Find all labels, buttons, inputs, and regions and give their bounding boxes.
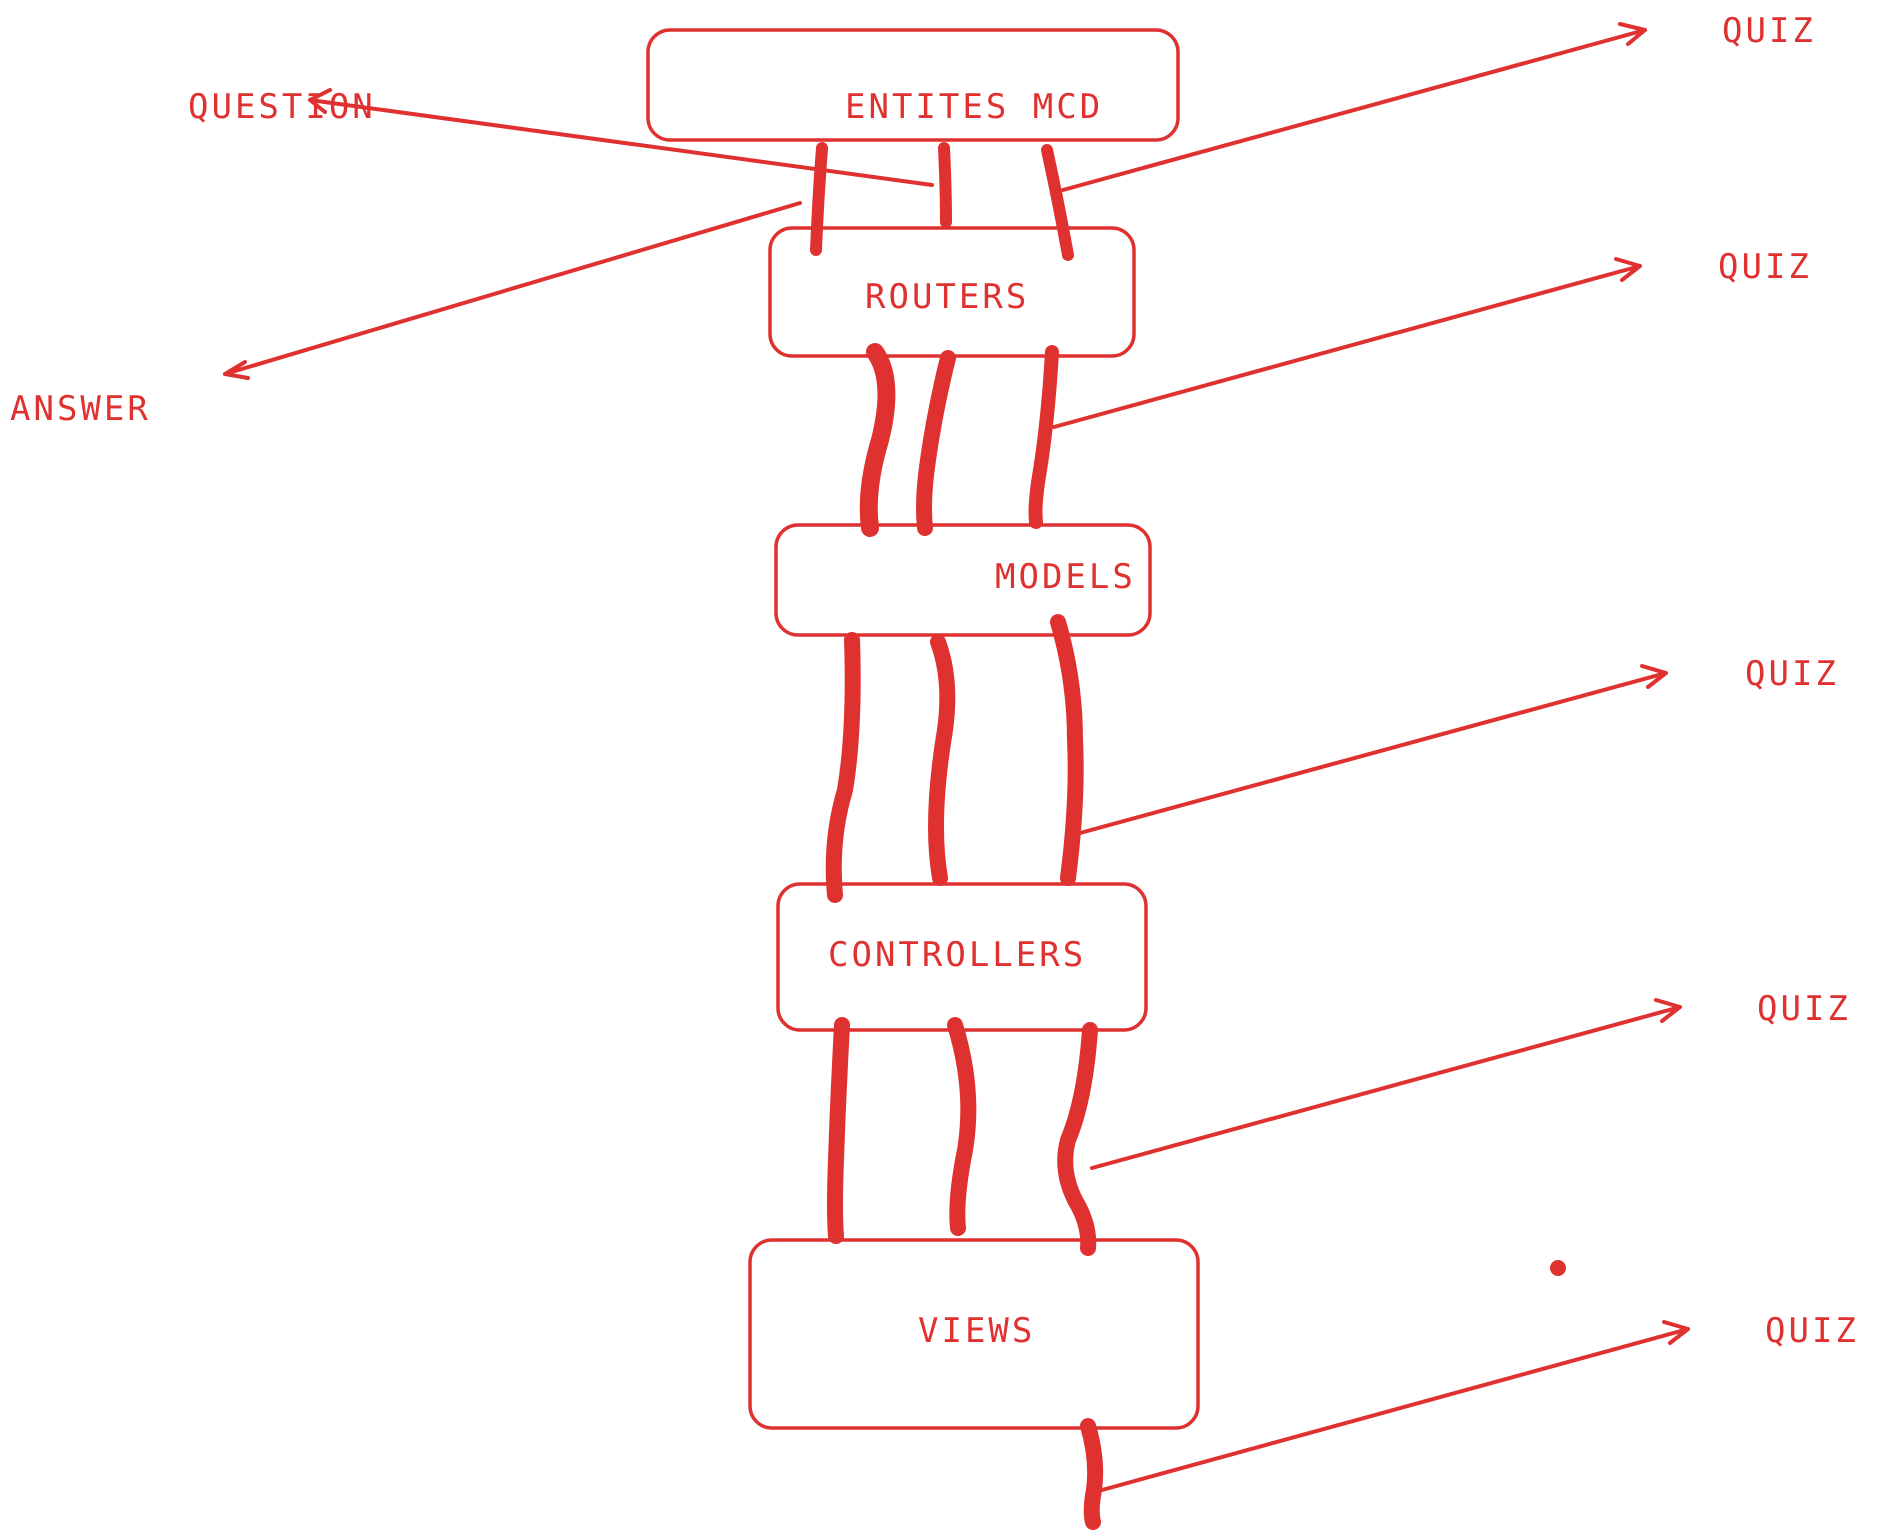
node-models-box[interactable]	[774, 523, 1152, 637]
label-quiz-1: QUIZ	[1722, 11, 1816, 51]
node-controllers-label: CONTROLLERS	[828, 935, 1086, 975]
label-quiz-2: QUIZ	[1718, 247, 1812, 287]
connector-entites-routers-2	[938, 142, 952, 228]
node-views-label: VIEWS	[918, 1311, 1035, 1351]
arrow-quiz-3	[1078, 664, 1668, 835]
connector-routers-models-1	[859, 343, 896, 537]
node-views-box[interactable]	[748, 1238, 1200, 1430]
arrow-quiz-5	[1100, 1320, 1690, 1492]
arrows	[223, 22, 1690, 1492]
stray-dot	[1550, 1260, 1566, 1276]
arrow-quiz-1	[1061, 22, 1647, 192]
connector-controllers-views-1	[827, 1017, 850, 1244]
label-quiz-3: QUIZ	[1745, 654, 1839, 694]
label-question: QUESTION	[188, 87, 376, 127]
arrow-quiz-2	[1052, 257, 1642, 429]
label-quiz-5: QUIZ	[1765, 1311, 1859, 1351]
connector-controllers-views-2	[947, 1017, 977, 1236]
node-routers-label: ROUTERS	[865, 277, 1029, 317]
connector-views-bottom	[1080, 1418, 1104, 1530]
label-answer: ANSWER	[10, 389, 151, 429]
connector-routers-models-3	[1028, 345, 1059, 529]
connector-models-controllers-3	[1050, 614, 1084, 886]
label-quiz-4: QUIZ	[1757, 989, 1851, 1029]
node-models-label: MODELS	[995, 557, 1136, 597]
arrow-answer	[223, 201, 802, 380]
connector-controllers-views-3	[1057, 1022, 1098, 1256]
connector-models-controllers-1	[825, 632, 861, 903]
connector-entites-routers-3	[1041, 144, 1074, 261]
connector-routers-models-2	[916, 350, 956, 536]
arrow-quiz-4	[1090, 998, 1682, 1170]
node-entites-mcd-label: ENTITES MCD	[845, 87, 1103, 127]
connector-entites-routers-1	[810, 142, 828, 256]
node-entites-mcd-box[interactable]	[646, 28, 1180, 142]
arrow-question	[308, 88, 934, 187]
connector-models-controllers-2	[928, 634, 956, 886]
connectors	[810, 142, 1104, 1530]
